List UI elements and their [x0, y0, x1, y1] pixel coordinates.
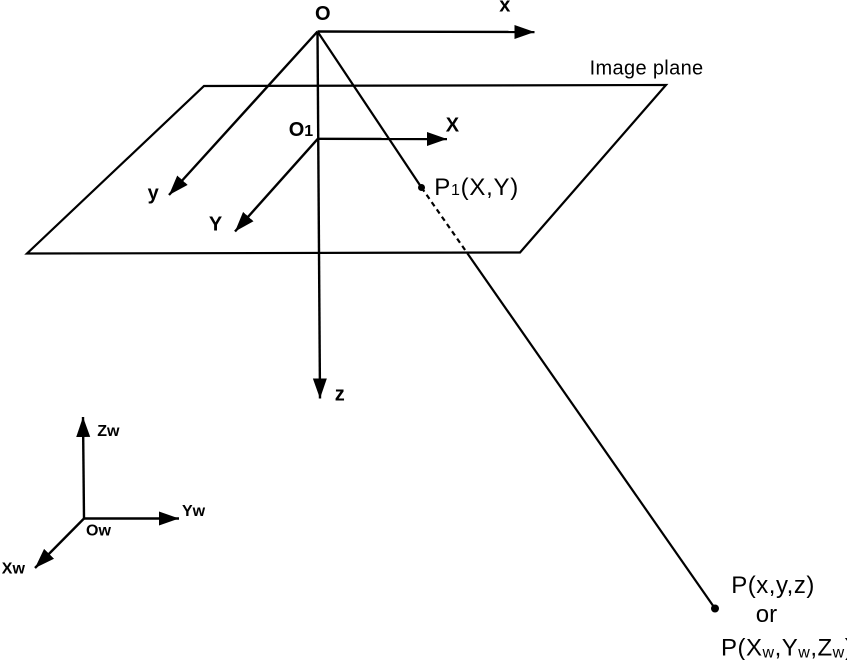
- svg-text:O1: O1: [289, 119, 314, 141]
- svg-text:O: O: [315, 3, 331, 25]
- svg-text:Ow: Ow: [86, 522, 111, 539]
- svg-text:z: z: [335, 383, 345, 405]
- svg-text:or: or: [756, 601, 777, 628]
- svg-text:x: x: [499, 0, 510, 17]
- svg-text:Zw: Zw: [97, 423, 120, 440]
- svg-text:y: y: [148, 182, 160, 204]
- svg-text:P1(X,Y): P1(X,Y): [434, 174, 519, 201]
- svg-text:X: X: [446, 115, 460, 137]
- svg-text:P(Xw,Yw,Zw): P(Xw,Yw,Zw): [721, 634, 847, 660]
- svg-text:Image plane: Image plane: [590, 58, 704, 80]
- svg-text:Y: Y: [209, 214, 223, 236]
- svg-text:Xw: Xw: [2, 561, 26, 578]
- svg-text:Yw: Yw: [182, 503, 206, 520]
- svg-text:P(x,y,z): P(x,y,z): [731, 572, 815, 599]
